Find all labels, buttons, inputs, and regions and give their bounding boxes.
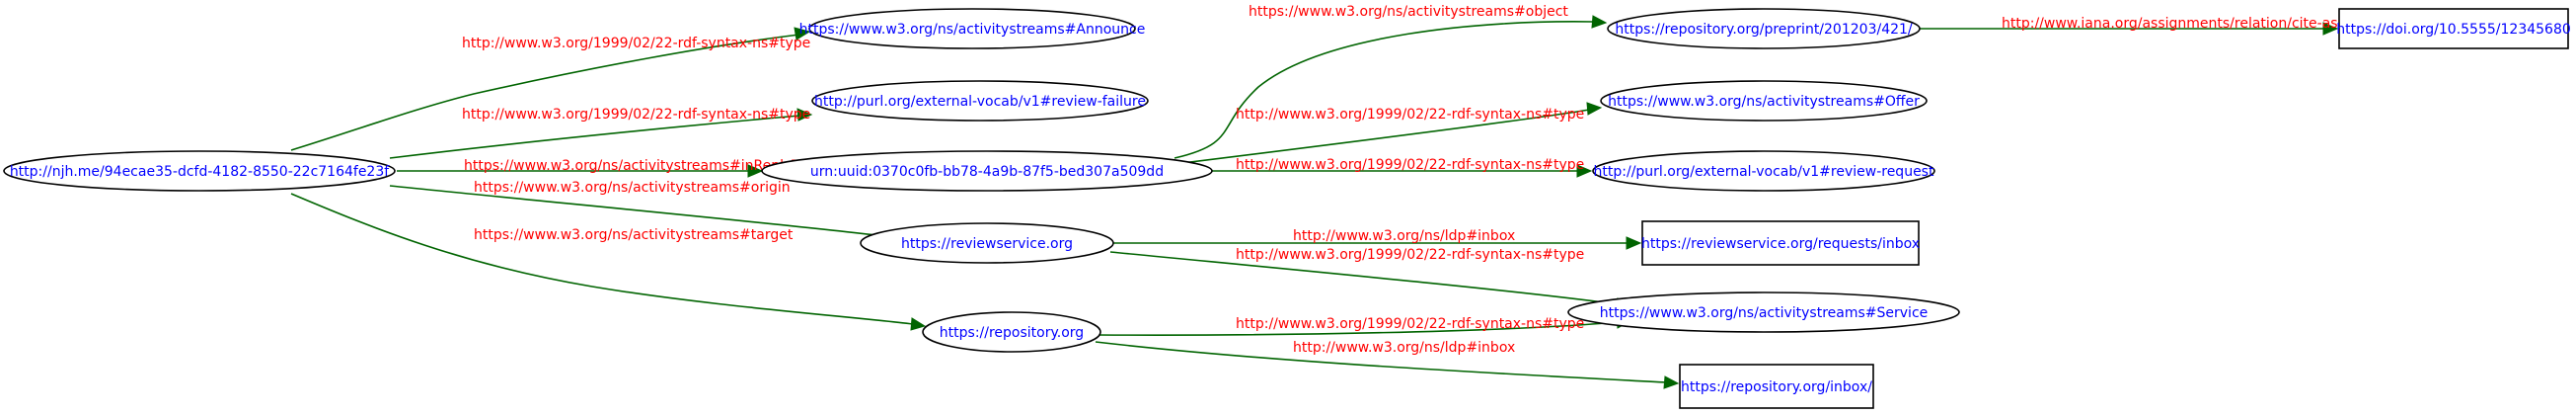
edge-repository-repo-inbox: http://www.w3.org/ns/ldp#inbox — [1095, 340, 1680, 389]
node-label: http://purl.org/external-vocab/v1#review… — [814, 94, 1146, 110]
edge-urn-review-request: http://www.w3.org/1999/02/22-rdf-syntax-… — [1212, 157, 1593, 178]
edge-urn-preprint: https://www.w3.org/ns/activitystreams#ob… — [1174, 4, 1608, 159]
edge-urn-offer: http://www.w3.org/1999/02/22-rdf-syntax-… — [1174, 102, 1603, 165]
node-urn[interactable]: urn:uuid:0370c0fb-bb78-4a9b-87f5-bed307a… — [761, 150, 1213, 192]
node-label: https://reviewservice.org — [901, 236, 1073, 252]
edge-label: http://www.w3.org/ns/ldp#inbox — [1293, 340, 1515, 356]
node-label: https://www.w3.org/ns/activitystreams#An… — [799, 22, 1146, 38]
edge-root-announce: http://www.w3.org/1999/02/22-rdf-syntax-… — [290, 27, 810, 151]
node-requests-inbox[interactable]: https://reviewservice.org/requests/inbox — [1641, 220, 1920, 266]
node-repository[interactable]: https://repository.org — [922, 311, 1101, 353]
edge-label: http://www.w3.org/1999/02/22-rdf-syntax-… — [1236, 107, 1584, 123]
node-label: https://www.w3.org/ns/activitystreams#Of… — [1608, 94, 1920, 110]
node-repo-inbox[interactable]: https://repository.org/inbox/ — [1679, 364, 1874, 409]
node-label: https://doi.org/10.5555/12345680 — [2336, 22, 2571, 38]
node-doi[interactable]: https://doi.org/10.5555/12345680 — [2336, 8, 2571, 49]
edge-label: https://www.w3.org/ns/activitystreams#or… — [474, 180, 791, 196]
node-offer[interactable]: https://www.w3.org/ns/activitystreams#Of… — [1600, 80, 1928, 122]
node-announce[interactable]: https://www.w3.org/ns/activitystreams#An… — [799, 8, 1146, 49]
edge-label: http://www.w3.org/1999/02/22-rdf-syntax-… — [462, 36, 810, 51]
node-reviewservice[interactable]: https://reviewservice.org — [860, 222, 1114, 264]
edge-root-review-failure: http://www.w3.org/1999/02/22-rdf-syntax-… — [389, 107, 813, 159]
node-review-request[interactable]: http://purl.org/external-vocab/v1#review… — [1592, 150, 1935, 192]
node-label: http://purl.org/external-vocab/v1#review… — [1594, 164, 1934, 180]
edge-label: http://www.w3.org/ns/ldp#inbox — [1293, 228, 1515, 244]
edge-label: http://www.w3.org/1999/02/22-rdf-syntax-… — [1236, 247, 1584, 263]
edge-label: https://www.w3.org/ns/activitystreams#ob… — [1249, 4, 1568, 20]
edge-repository-service: http://www.w3.org/1999/02/22-rdf-syntax-… — [1098, 315, 1632, 336]
edge-root-urn: https://www.w3.org/ns/activitystreams#in… — [397, 158, 806, 178]
node-preprint[interactable]: https://repository.org/preprint/201203/4… — [1607, 8, 1921, 49]
edge-label: https://www.w3.org/ns/activitystreams#in… — [464, 158, 806, 174]
edge-label: http://www.w3.org/1999/02/22-rdf-syntax-… — [462, 107, 810, 123]
node-label: https://reviewservice.org/requests/inbox — [1641, 236, 1920, 252]
node-label: https://repository.org — [940, 325, 1084, 341]
node-label: http://njh.me/94ecae35-dcfd-4182-8550-22… — [10, 164, 390, 180]
node-label: https://www.w3.org/ns/activitystreams#Se… — [1600, 305, 1929, 321]
node-label: https://repository.org/inbox/ — [1681, 379, 1872, 395]
edge-reviewservice-service: http://www.w3.org/1999/02/22-rdf-syntax-… — [1109, 247, 1632, 311]
edge-label: http://www.iana.org/assignments/relation… — [2002, 16, 2338, 32]
edge-label: https://www.w3.org/ns/activitystreams#ta… — [474, 227, 794, 243]
edge-reviewservice-requests-inbox: http://www.w3.org/ns/ldp#inbox — [1113, 228, 1642, 250]
node-label: https://repository.org/preprint/201203/4… — [1615, 22, 1913, 38]
node-root[interactable]: http://njh.me/94ecae35-dcfd-4182-8550-22… — [3, 150, 396, 192]
node-service[interactable]: https://www.w3.org/ns/activitystreams#Se… — [1567, 291, 1960, 333]
edge-label: http://www.w3.org/1999/02/22-rdf-syntax-… — [1236, 316, 1584, 332]
edge-root-repository: https://www.w3.org/ns/activitystreams#ta… — [290, 193, 927, 331]
node-label: urn:uuid:0370c0fb-bb78-4a9b-87f5-bed307a… — [810, 164, 1164, 180]
edge-preprint-doi: http://www.iana.org/assignments/relation… — [1920, 16, 2339, 36]
node-review-failure[interactable]: http://purl.org/external-vocab/v1#review… — [811, 80, 1149, 122]
edge-label: http://www.w3.org/1999/02/22-rdf-syntax-… — [1236, 157, 1584, 173]
